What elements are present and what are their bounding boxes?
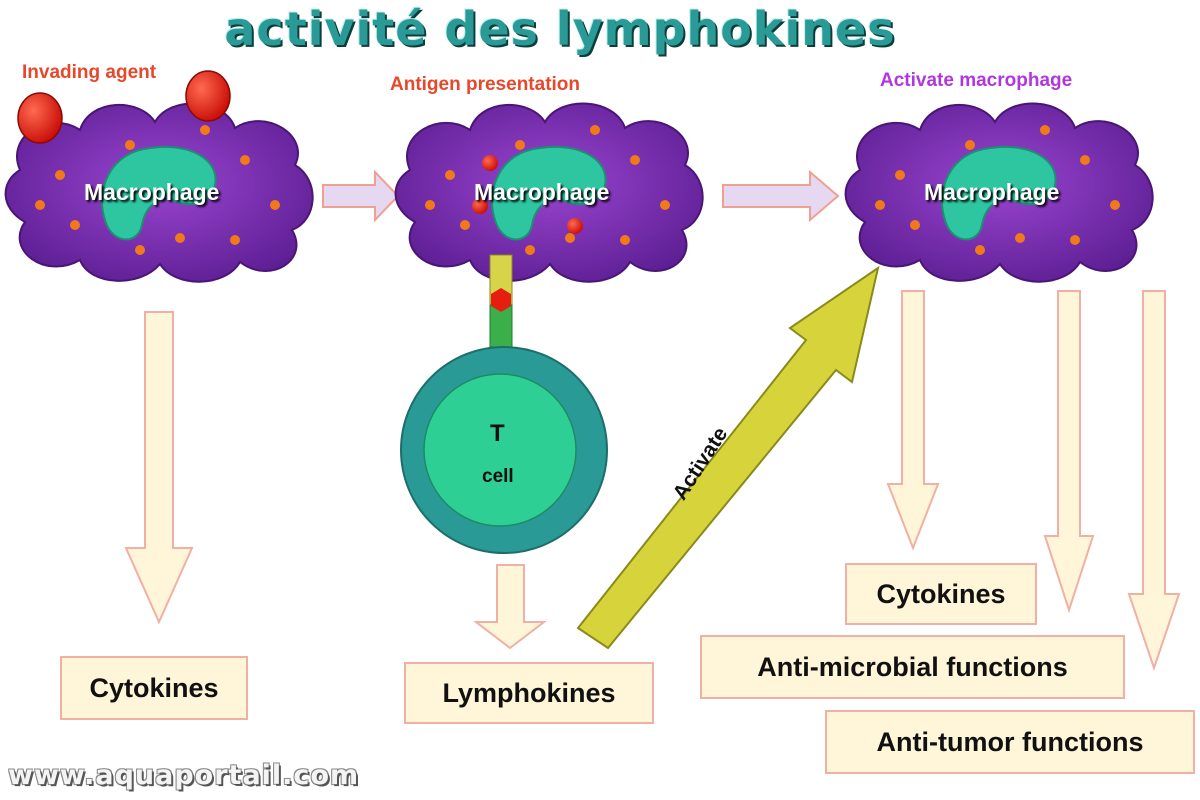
- flow-arrow-down-left: [124, 311, 194, 625]
- box-anti-tumor: Anti-tumor functions: [825, 710, 1195, 774]
- t-cell-label-line2: cell: [482, 466, 514, 487]
- macrophage-label-3: Macrophage: [924, 179, 1060, 205]
- macrophage-label-1: Macrophage: [84, 179, 220, 205]
- macrophage-label-2: Macrophage: [474, 179, 610, 205]
- box-cytokines-right: Cytokines: [845, 563, 1037, 625]
- antigen-2: [472, 198, 488, 214]
- label-antigen-presentation: Antigen presentation: [390, 74, 581, 95]
- flow-arrow-right-2: [722, 169, 840, 223]
- invading-agent-blob-1: [17, 92, 63, 144]
- box-lymphokines: Lymphokines: [404, 662, 654, 724]
- antigen-3: [567, 218, 583, 234]
- flow-arrow-down-right-1: [886, 290, 940, 551]
- box-anti-microbial: Anti-microbial functions: [700, 635, 1125, 699]
- invading-agent-blob-2: [185, 70, 231, 122]
- watermark: www.aquaportail.com: [8, 760, 360, 791]
- label-activate-macrophage: Activate macrophage: [880, 70, 1073, 91]
- antigen-1: [482, 155, 498, 171]
- flow-arrow-down-right-3: [1127, 290, 1181, 672]
- label-invading-agent: Invading agent: [22, 62, 157, 83]
- presented-antigen: [491, 288, 511, 312]
- flow-arrow-down-tcell: [473, 564, 547, 650]
- page-title: activité des lymphokines: [224, 2, 896, 56]
- flow-arrow-down-right-2: [1043, 290, 1095, 614]
- box-cytokines-left: Cytokines: [60, 656, 248, 720]
- t-cell-inner: [423, 373, 577, 527]
- activate-arrow: [576, 265, 880, 650]
- t-cell-label-line1: T: [490, 420, 505, 447]
- flow-arrow-right-1: [322, 169, 400, 223]
